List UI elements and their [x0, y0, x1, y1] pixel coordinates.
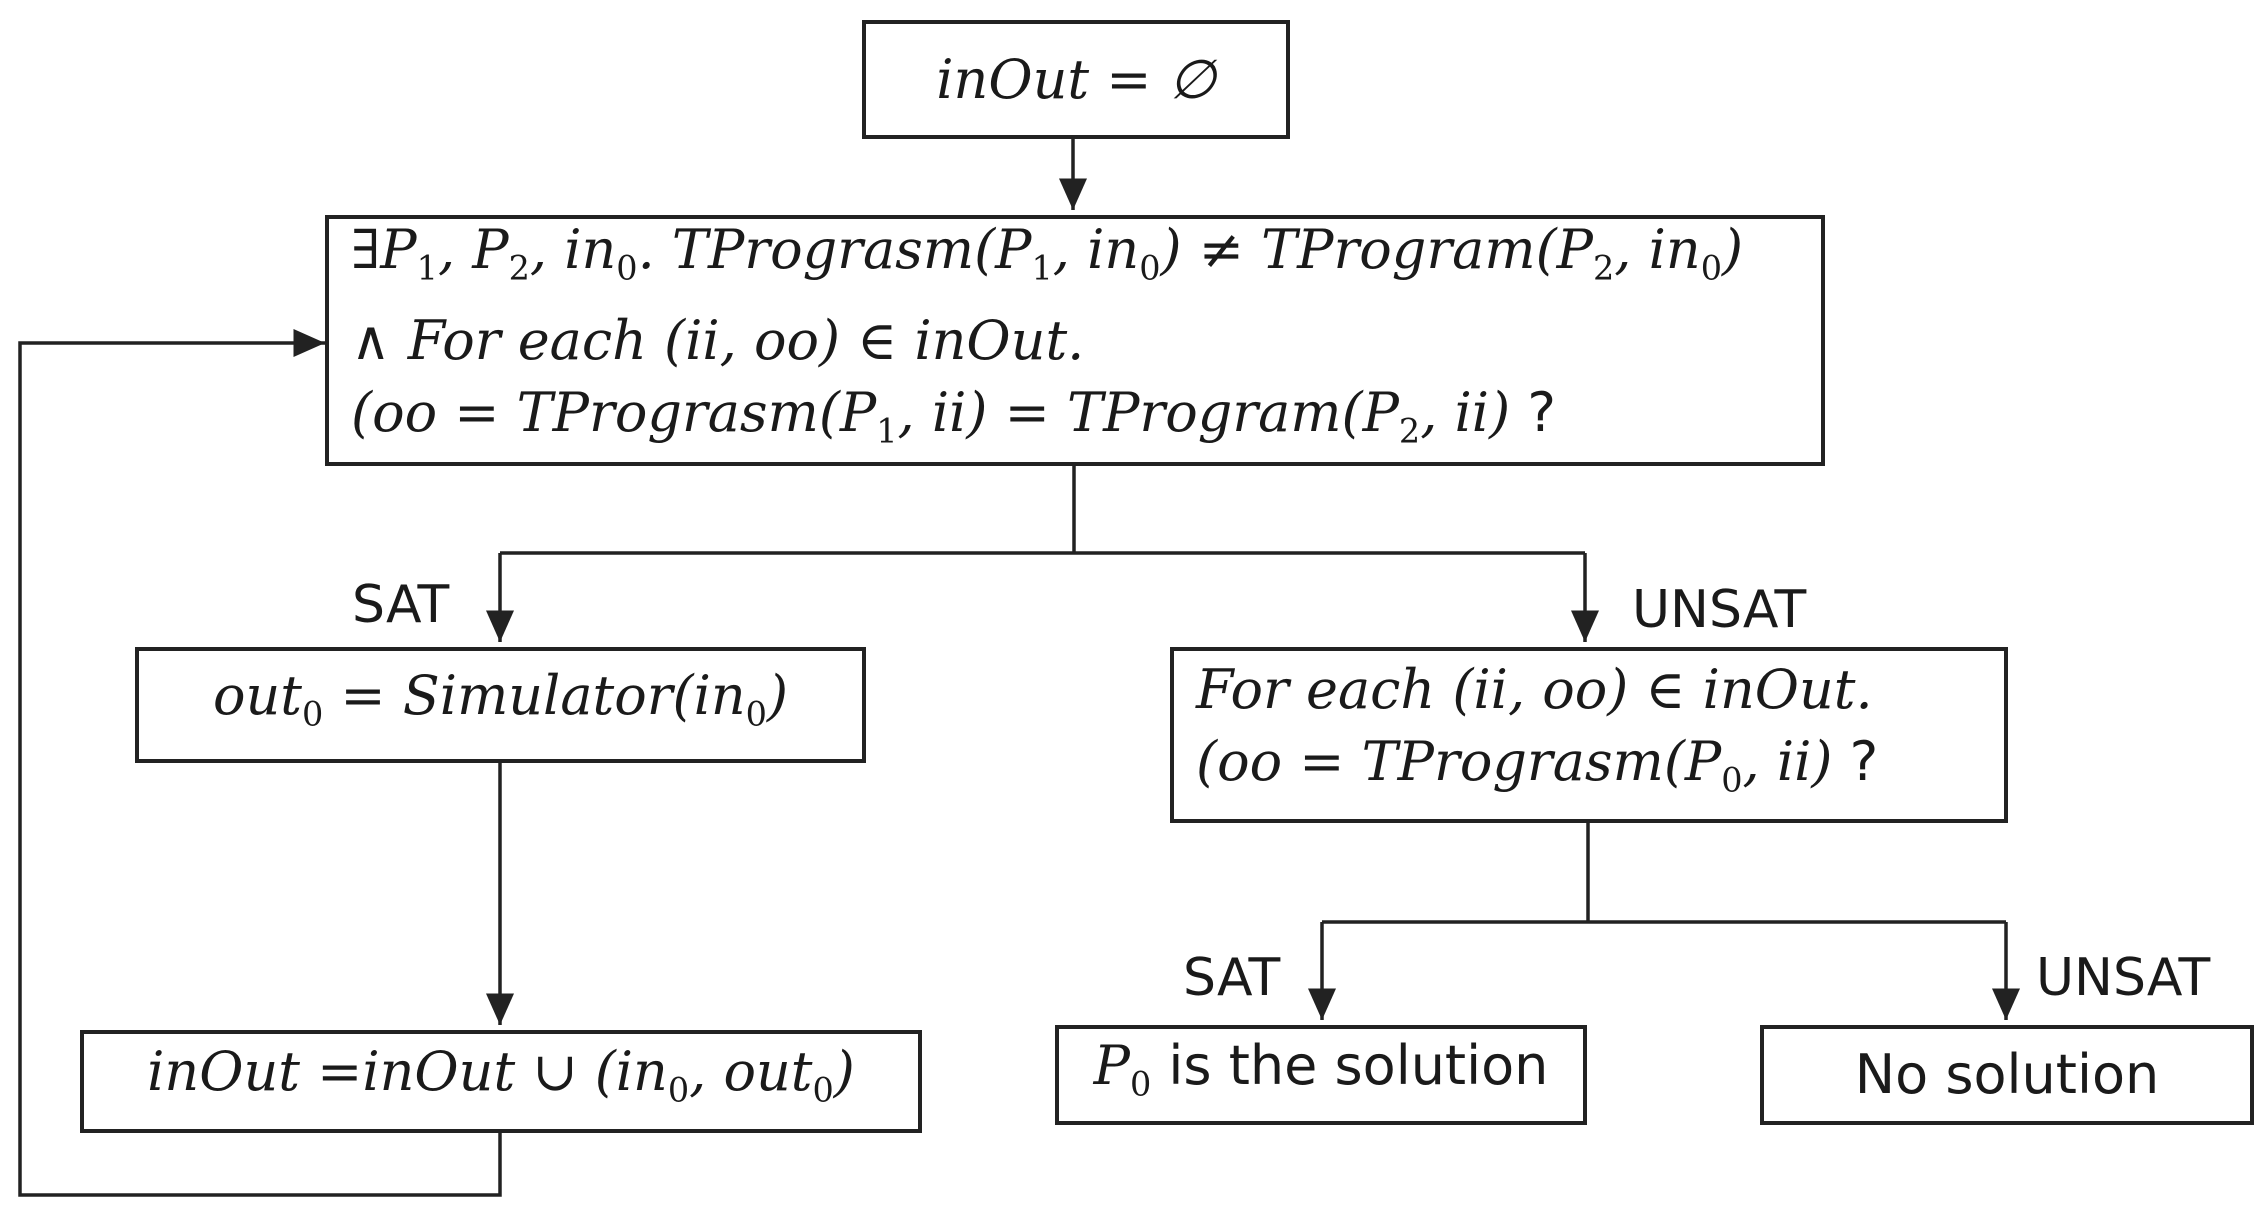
formula-text: , in	[1614, 217, 1701, 281]
formula-text: For each (ii, oo) ∈ inOut.	[1196, 657, 1873, 721]
subscript: 0	[1129, 1064, 1152, 1104]
formula-text: )	[1721, 217, 1744, 281]
unsat-label-2: UNSAT	[2036, 948, 2211, 1008]
unsat-label-1: UNSAT	[1632, 580, 1807, 640]
check-line: (oo = TPrograsm(P0, ii) ?	[1196, 726, 1878, 817]
subscript: 0	[301, 694, 324, 734]
query-line: ∧ For each (ii, oo) ∈ inOut.	[351, 305, 1084, 377]
formula-text: ?	[1849, 729, 1879, 793]
formula-text: No solution	[1854, 1043, 2160, 1106]
formula-text: )	[766, 663, 789, 727]
solution-node: P0 is the solution	[1055, 1025, 1587, 1125]
subscript: 0	[1700, 248, 1722, 288]
subscript: 0	[812, 1070, 834, 1110]
formula-text: is the solution	[1151, 1033, 1549, 1097]
formula-text: (oo = TPrograsm(P	[351, 380, 877, 444]
formula-text: = Simulator(in	[323, 663, 746, 727]
edge-update-loop-back	[18, 329, 502, 1197]
formula-text: ) ≠ TProgram(P	[1160, 217, 1593, 281]
subscript: 1	[416, 248, 438, 288]
no_solution-line: No solution	[1855, 1039, 2159, 1111]
formula-text: , out	[689, 1040, 813, 1104]
formula-text: , in	[529, 217, 617, 281]
query-line: ∃P1, P2, in0. TPrograsm(P1, in0) ≠ TProg…	[351, 214, 1743, 305]
formula-text: , ii)	[1742, 729, 1850, 793]
formula-text: inOut = ∅	[936, 47, 1216, 111]
formula-text: out	[212, 663, 302, 727]
check-node: For each (ii, oo) ∈ inOut.(oo = TProgras…	[1170, 647, 2008, 823]
subscript: 0	[1139, 248, 1161, 288]
edge-query-split	[500, 466, 1585, 555]
formula-text: . TPrograsm(P	[637, 217, 1032, 281]
formula-text: , ii) = TProgram(P	[897, 380, 1399, 444]
subscript: 1	[876, 411, 898, 451]
formula-text: ∧ For each (ii, oo) ∈ inOut.	[351, 308, 1085, 372]
subscript: 2	[508, 248, 530, 288]
formula-text: , ii)	[1420, 380, 1528, 444]
check-line: For each (ii, oo) ∈ inOut.	[1196, 654, 1873, 726]
init-node: inOut = ∅	[862, 20, 1290, 139]
formula-text: ∃P	[351, 217, 417, 281]
formula-text: inOut =inOut ∪ (in	[147, 1040, 668, 1104]
subscript: 2	[1593, 248, 1615, 288]
subscript: 2	[1398, 411, 1421, 451]
query-node: ∃P1, P2, in0. TPrograsm(P1, in0) ≠ TProg…	[325, 215, 1825, 466]
simulate-node: out0 = Simulator(in0)	[135, 647, 866, 763]
formula-text: )	[833, 1040, 855, 1104]
subscript: 1	[1031, 248, 1053, 288]
init-line: inOut = ∅	[936, 44, 1215, 116]
formula-text: , P	[437, 217, 509, 281]
subscript: 0	[1721, 760, 1743, 800]
subscript: 0	[667, 1070, 690, 1110]
sat-label-2: SAT	[1183, 948, 1281, 1008]
formula-text: P	[1093, 1033, 1130, 1097]
update-node: inOut =inOut ∪ (in0, out0)	[80, 1030, 922, 1133]
formula-text: , in	[1052, 217, 1140, 281]
subscript: 0	[616, 248, 638, 288]
subscript: 0	[745, 694, 767, 734]
edge-check-split	[1322, 823, 2006, 924]
query-line: (oo = TPrograsm(P1, ii) = TProgram(P2, i…	[351, 377, 1556, 468]
solution-line: P0 is the solution	[1094, 1030, 1549, 1121]
no-solution-node: No solution	[1760, 1025, 2254, 1125]
sat-label-1: SAT	[352, 575, 450, 635]
simulate-line: out0 = Simulator(in0)	[213, 660, 788, 751]
formula-text: ?	[1527, 380, 1556, 444]
formula-text: (oo = TPrograsm(P	[1196, 729, 1722, 793]
update-line: inOut =inOut ∪ (in0, out0)	[147, 1036, 855, 1127]
